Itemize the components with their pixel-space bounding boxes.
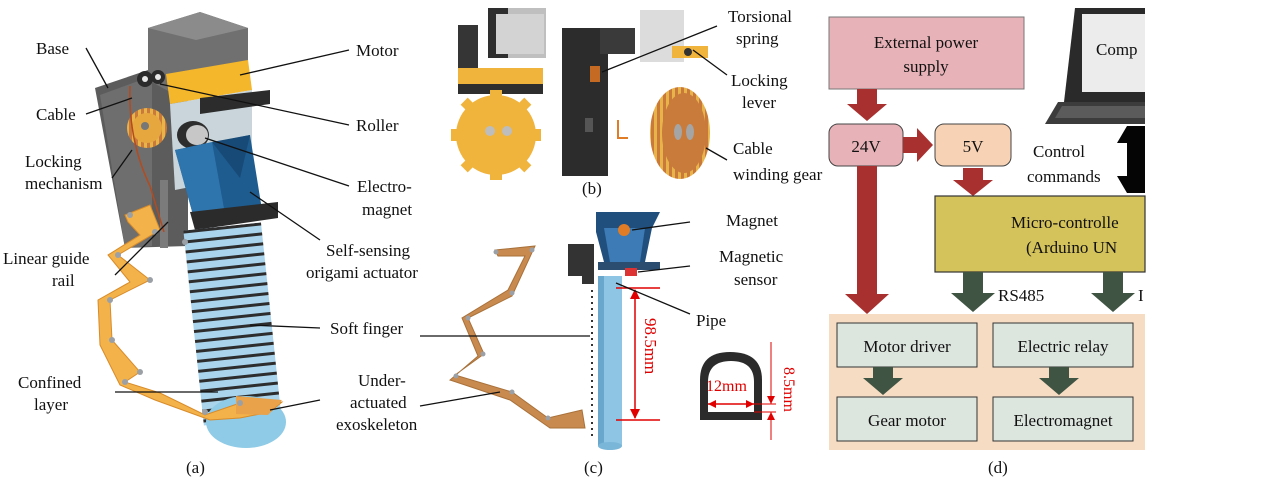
- io-fragment-label: I: [1138, 286, 1144, 305]
- electric-relay-label: Electric relay: [1017, 337, 1109, 356]
- control-command-arrow: [1117, 126, 1145, 193]
- electromagnet-block: [992, 396, 1134, 442]
- computer-label: Comp: [1096, 40, 1138, 59]
- motor-driver-block: [836, 322, 978, 368]
- label-guide-1: Linear guide: [3, 249, 89, 268]
- label-actuator-2: origami actuator: [306, 263, 418, 282]
- label-base: Base: [36, 39, 69, 58]
- electric-relay-block: [992, 322, 1134, 368]
- label-confined-2: layer: [34, 395, 68, 414]
- arrow-mcu-to-motor-driver: [951, 272, 995, 312]
- caption-b: (b): [582, 179, 602, 198]
- panel-a: Base Cable Locking mechanism Linear guid…: [3, 12, 418, 477]
- label-locking-lever-1: Locking: [731, 71, 788, 90]
- control-label-1: Control: [1033, 142, 1085, 161]
- panel-d: External power supply 24V 5V Comp Contro…: [828, 8, 1146, 477]
- panel-c: 98.5mm 12mm 8.5mm Magnet Magnetic sensor…: [419, 211, 797, 477]
- caption-c: (c): [584, 458, 603, 477]
- dim-width-label: 12mm: [706, 378, 747, 395]
- label-locking-lever-2: lever: [742, 93, 776, 112]
- label-sensor-2: sensor: [734, 270, 778, 289]
- soft-finger: [183, 222, 282, 426]
- 24v-label: 24V: [851, 137, 881, 156]
- label-locking-1: Locking: [25, 152, 82, 171]
- microcontroller-block: [934, 195, 1146, 273]
- control-label-2: commands: [1027, 167, 1101, 186]
- arrow-mcu-to-relay: [1091, 272, 1135, 312]
- label-electro-2: magnet: [362, 200, 412, 219]
- label-soft-finger: Soft finger: [330, 319, 404, 338]
- bracket-left: [458, 25, 478, 75]
- gear-motor-block: [836, 396, 978, 442]
- electromagnet-label: Electromagnet: [1013, 411, 1112, 430]
- magnetic-sensor: [625, 268, 637, 276]
- label-guide-2: rail: [52, 271, 75, 290]
- label-sensor-1: Magnetic: [719, 247, 784, 266]
- label-cable-gear-2: winding gear: [733, 165, 823, 184]
- label-pipe: Pipe: [696, 311, 726, 330]
- 5v-block: [934, 123, 1012, 167]
- linear-guide-rail: [160, 180, 168, 248]
- exoskeleton-side-view: [449, 245, 586, 429]
- power-label-2: supply: [903, 57, 949, 76]
- arrow-24v-to-5v: [903, 128, 933, 162]
- arrow-5v-to-mcu: [953, 168, 993, 196]
- gear-front: [456, 95, 536, 175]
- label-roller: Roller: [356, 116, 399, 135]
- gear-motor-label: Gear motor: [868, 411, 946, 430]
- label-locking-2: mechanism: [25, 174, 102, 193]
- mcu-label-1: Micro-controlle: [1011, 213, 1119, 232]
- label-under-3: exoskeleton: [336, 415, 418, 434]
- rs485-label: RS485: [998, 286, 1044, 305]
- laptop-icon: [1045, 8, 1145, 124]
- caption-d: (d): [988, 458, 1008, 477]
- magnet: [618, 224, 630, 236]
- label-torsional-1: Torsional: [728, 7, 792, 26]
- external-power-block: [828, 16, 1025, 90]
- motor-band: [166, 60, 252, 104]
- label-motor: Motor: [356, 41, 399, 60]
- dim-height-label: 8.5mm: [780, 367, 797, 412]
- label-under-2: actuated: [350, 393, 407, 412]
- label-under-1: Under-: [358, 371, 406, 390]
- arrow-relay-to-electromagnet: [1039, 367, 1079, 395]
- arrow-driver-to-gear-motor: [863, 367, 903, 395]
- label-cable: Cable: [36, 105, 76, 124]
- panel-b: Torsional spring Locking lever Cable win…: [451, 7, 823, 198]
- 5v-label: 5V: [963, 137, 985, 156]
- power-arrow-to-24v: [847, 89, 887, 121]
- arrow-24v-to-motor-driver: [845, 166, 889, 314]
- dim-length-label: 98.5mm: [641, 318, 660, 374]
- label-electro-1: Electro-: [357, 177, 412, 196]
- label-confined-1: Confined: [18, 373, 82, 392]
- label-magnet: Magnet: [726, 211, 778, 230]
- mcu-label-2: (Arduino UN: [1026, 238, 1117, 257]
- motor-driver-label: Motor driver: [863, 337, 951, 356]
- label-actuator-1: Self-sensing: [326, 241, 411, 260]
- caption-a: (a): [186, 458, 205, 477]
- power-label-1: External power: [874, 33, 979, 52]
- label-cable-gear-1: Cable: [733, 139, 773, 158]
- label-torsional-2: spring: [736, 29, 779, 48]
